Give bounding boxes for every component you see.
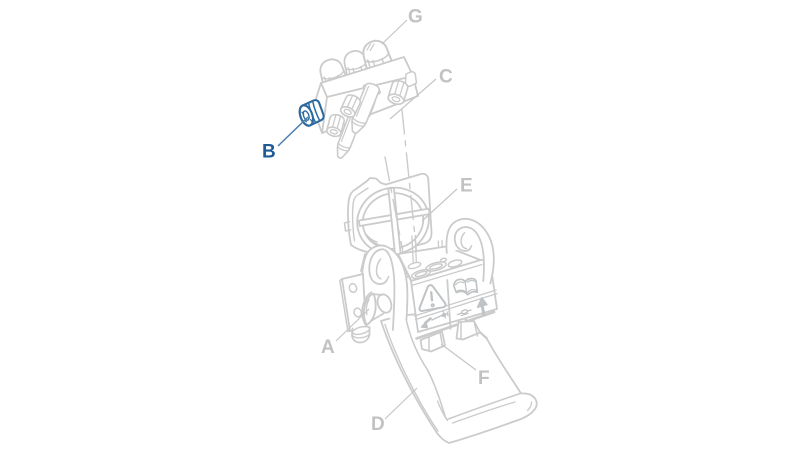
- svg-text:F: F: [478, 368, 490, 389]
- svg-text:C: C: [439, 67, 453, 88]
- svg-text:A: A: [321, 337, 335, 358]
- svg-text:G: G: [408, 7, 423, 28]
- svg-text:B: B: [262, 142, 276, 163]
- svg-text:E: E: [460, 176, 473, 197]
- svg-text:D: D: [371, 414, 385, 435]
